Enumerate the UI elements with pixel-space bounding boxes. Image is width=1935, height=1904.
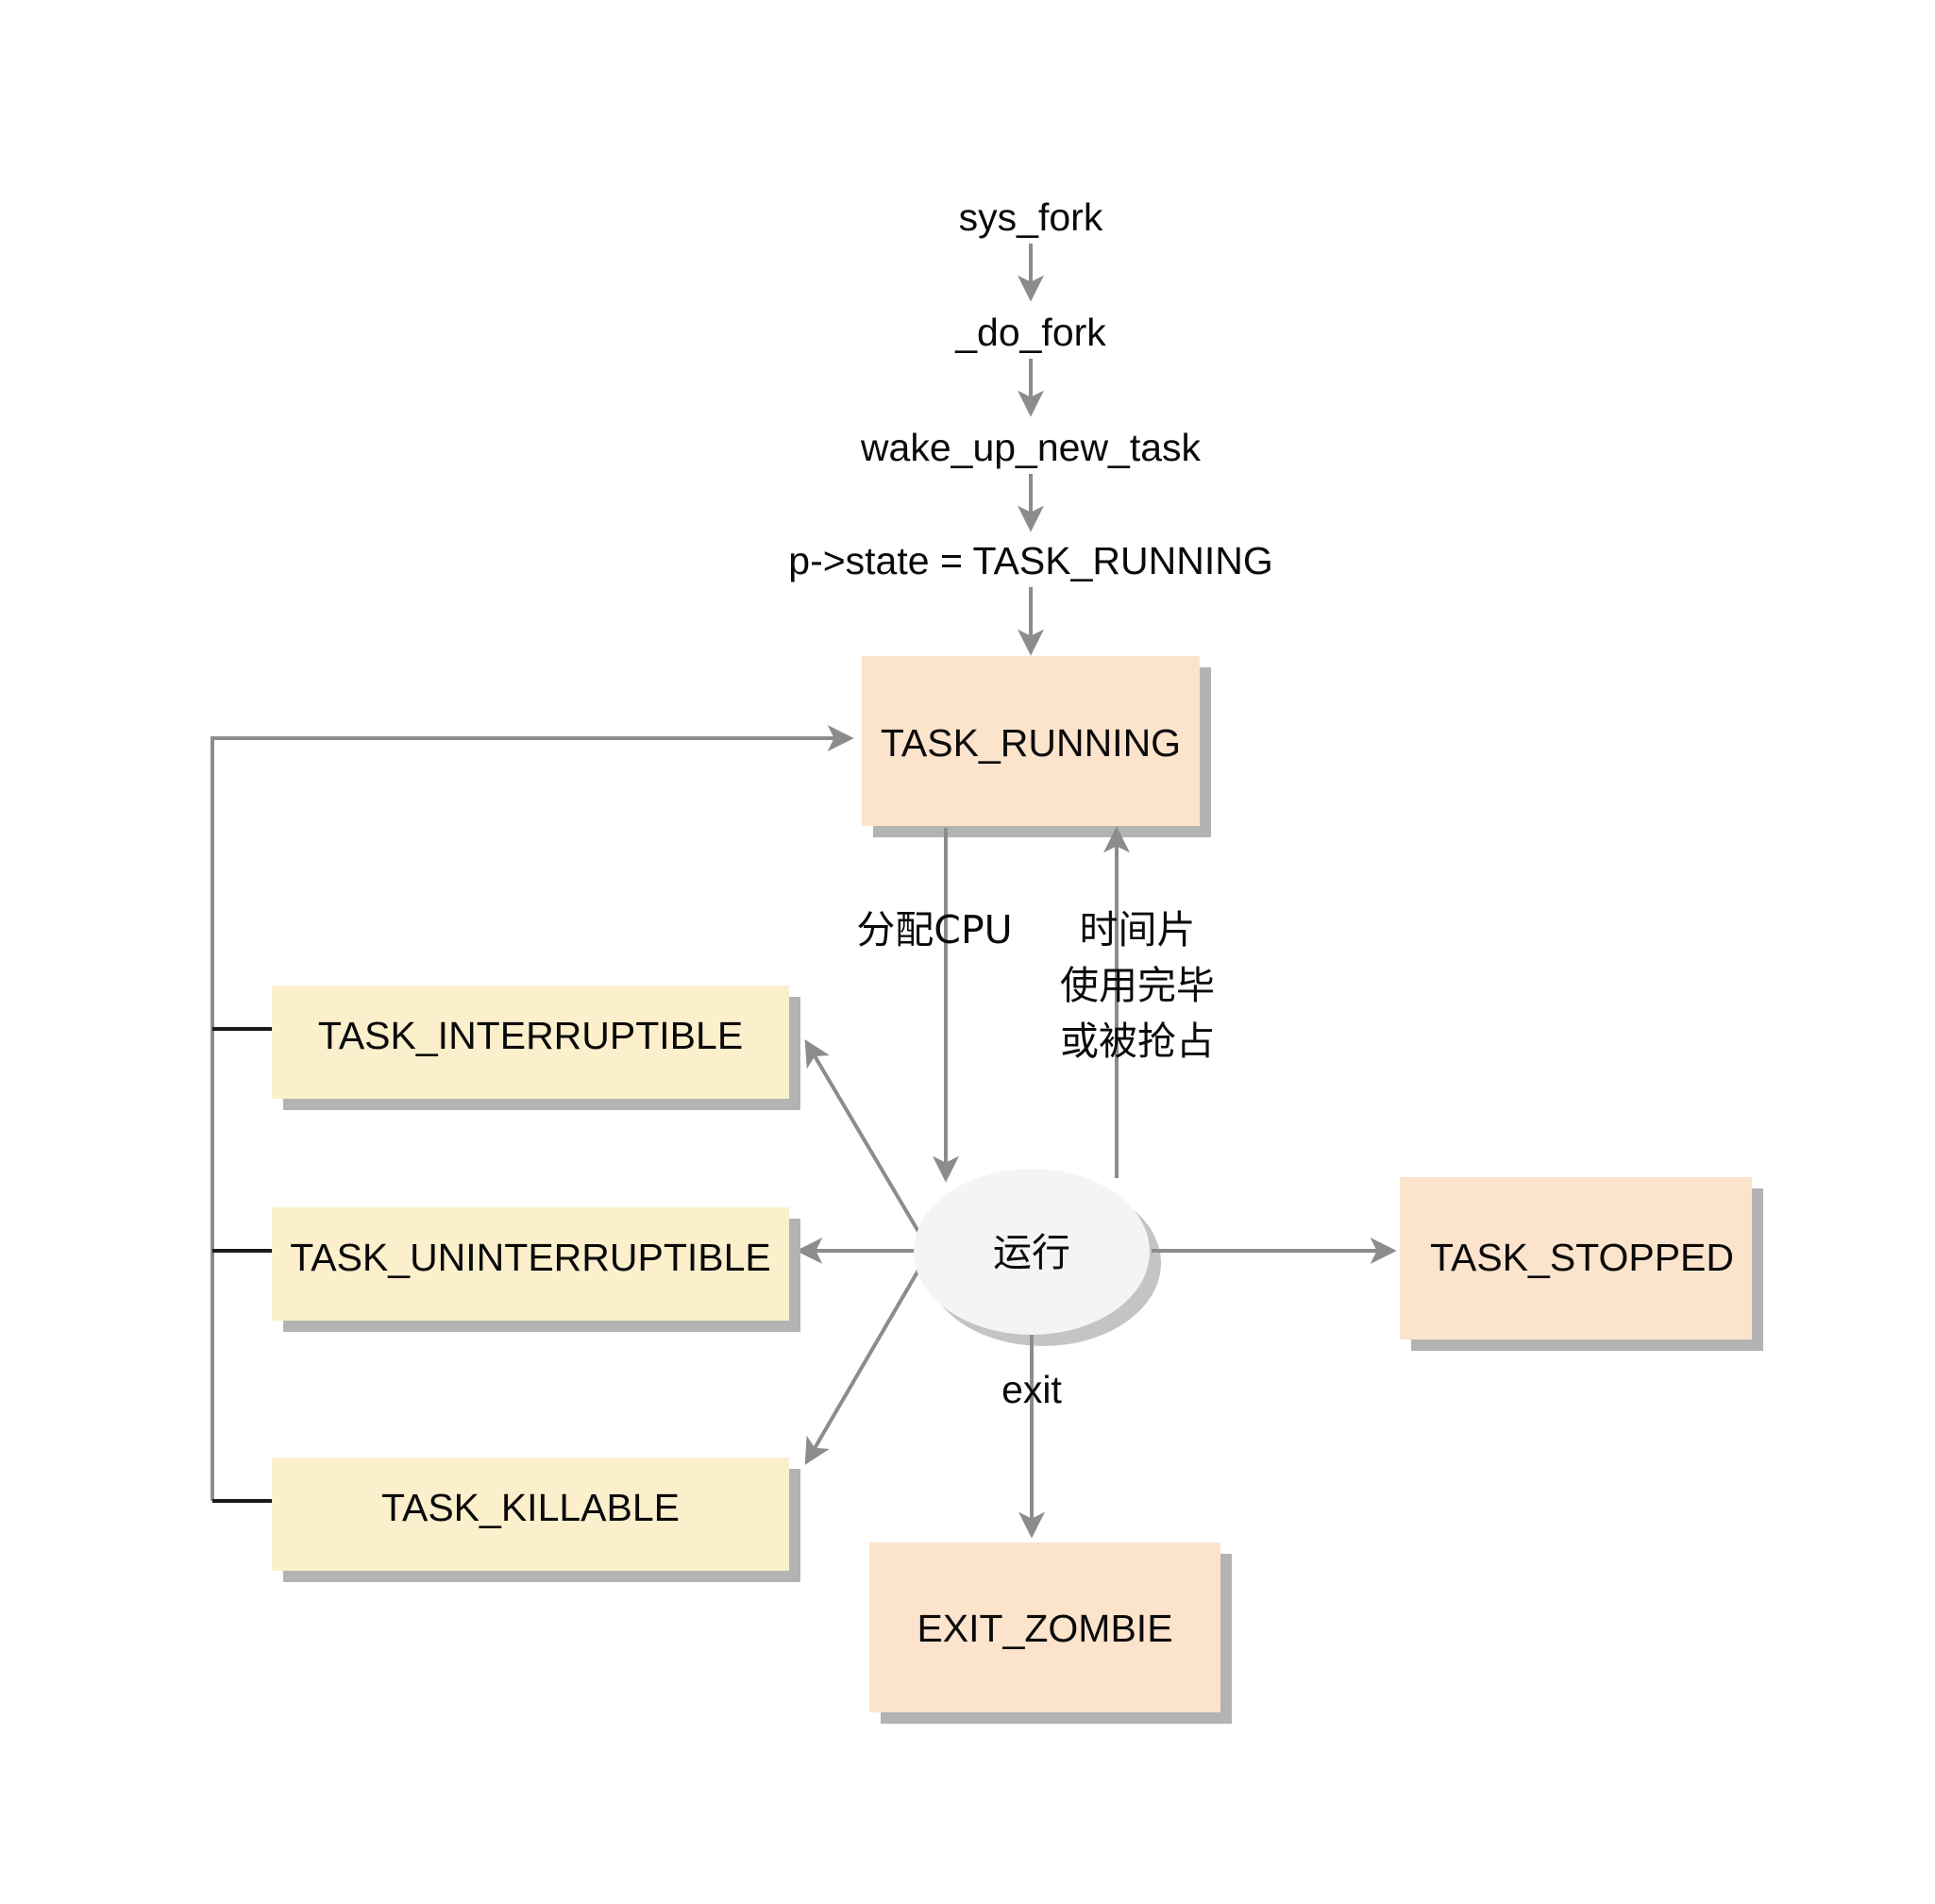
flow-label-wake-up-new-task: wake_up_new_task bbox=[860, 426, 1202, 469]
task-running-label: TASK_RUNNING bbox=[881, 721, 1181, 765]
edge-label-timeslice-line1: 时间片 bbox=[1080, 907, 1196, 952]
flow-label-sys-fork: sys_fork bbox=[959, 195, 1103, 239]
running-ellipse-label: 运行 bbox=[993, 1230, 1070, 1275]
running-ellipse[interactable] bbox=[914, 1169, 1150, 1335]
task-killable-box[interactable] bbox=[272, 1457, 789, 1571]
arrow-wakeup-loop-to-task-running bbox=[210, 725, 854, 1501]
arrow-ellipse-to-killable bbox=[804, 1249, 932, 1466]
edge-label-timeslice-line3: 或被抢占 bbox=[1060, 1019, 1215, 1064]
exit-zombie-label: EXIT_ZOMBIE bbox=[917, 1607, 1172, 1650]
task-stopped-box[interactable] bbox=[1400, 1177, 1752, 1340]
task-stopped-label: TASK_STOPPED bbox=[1430, 1236, 1734, 1279]
task-killable-label: TASK_KILLABLE bbox=[381, 1486, 680, 1529]
task-running-box[interactable] bbox=[862, 656, 1200, 826]
edge-label-alloc-cpu: 分配CPU bbox=[856, 907, 1012, 952]
flow-label-p-state-assign: p->state = TASK_RUNNING bbox=[788, 539, 1272, 582]
task-uninterruptible-label: TASK_UNINTERRUPTIBLE bbox=[290, 1236, 771, 1279]
flow-label-do-fork: _do_fork bbox=[954, 311, 1106, 354]
exit-zombie-box[interactable] bbox=[869, 1542, 1220, 1712]
task-uninterruptible-box[interactable] bbox=[272, 1207, 789, 1321]
arrow-ellipse-to-interruptible bbox=[804, 1038, 932, 1253]
edge-label-exit: exit bbox=[1001, 1368, 1062, 1411]
edge-label-timeslice-line2: 使用完毕 bbox=[1060, 963, 1215, 1008]
task-interruptible-box[interactable] bbox=[272, 986, 789, 1099]
task-interruptible-label: TASK_INTERRUPTIBLE bbox=[318, 1014, 743, 1057]
